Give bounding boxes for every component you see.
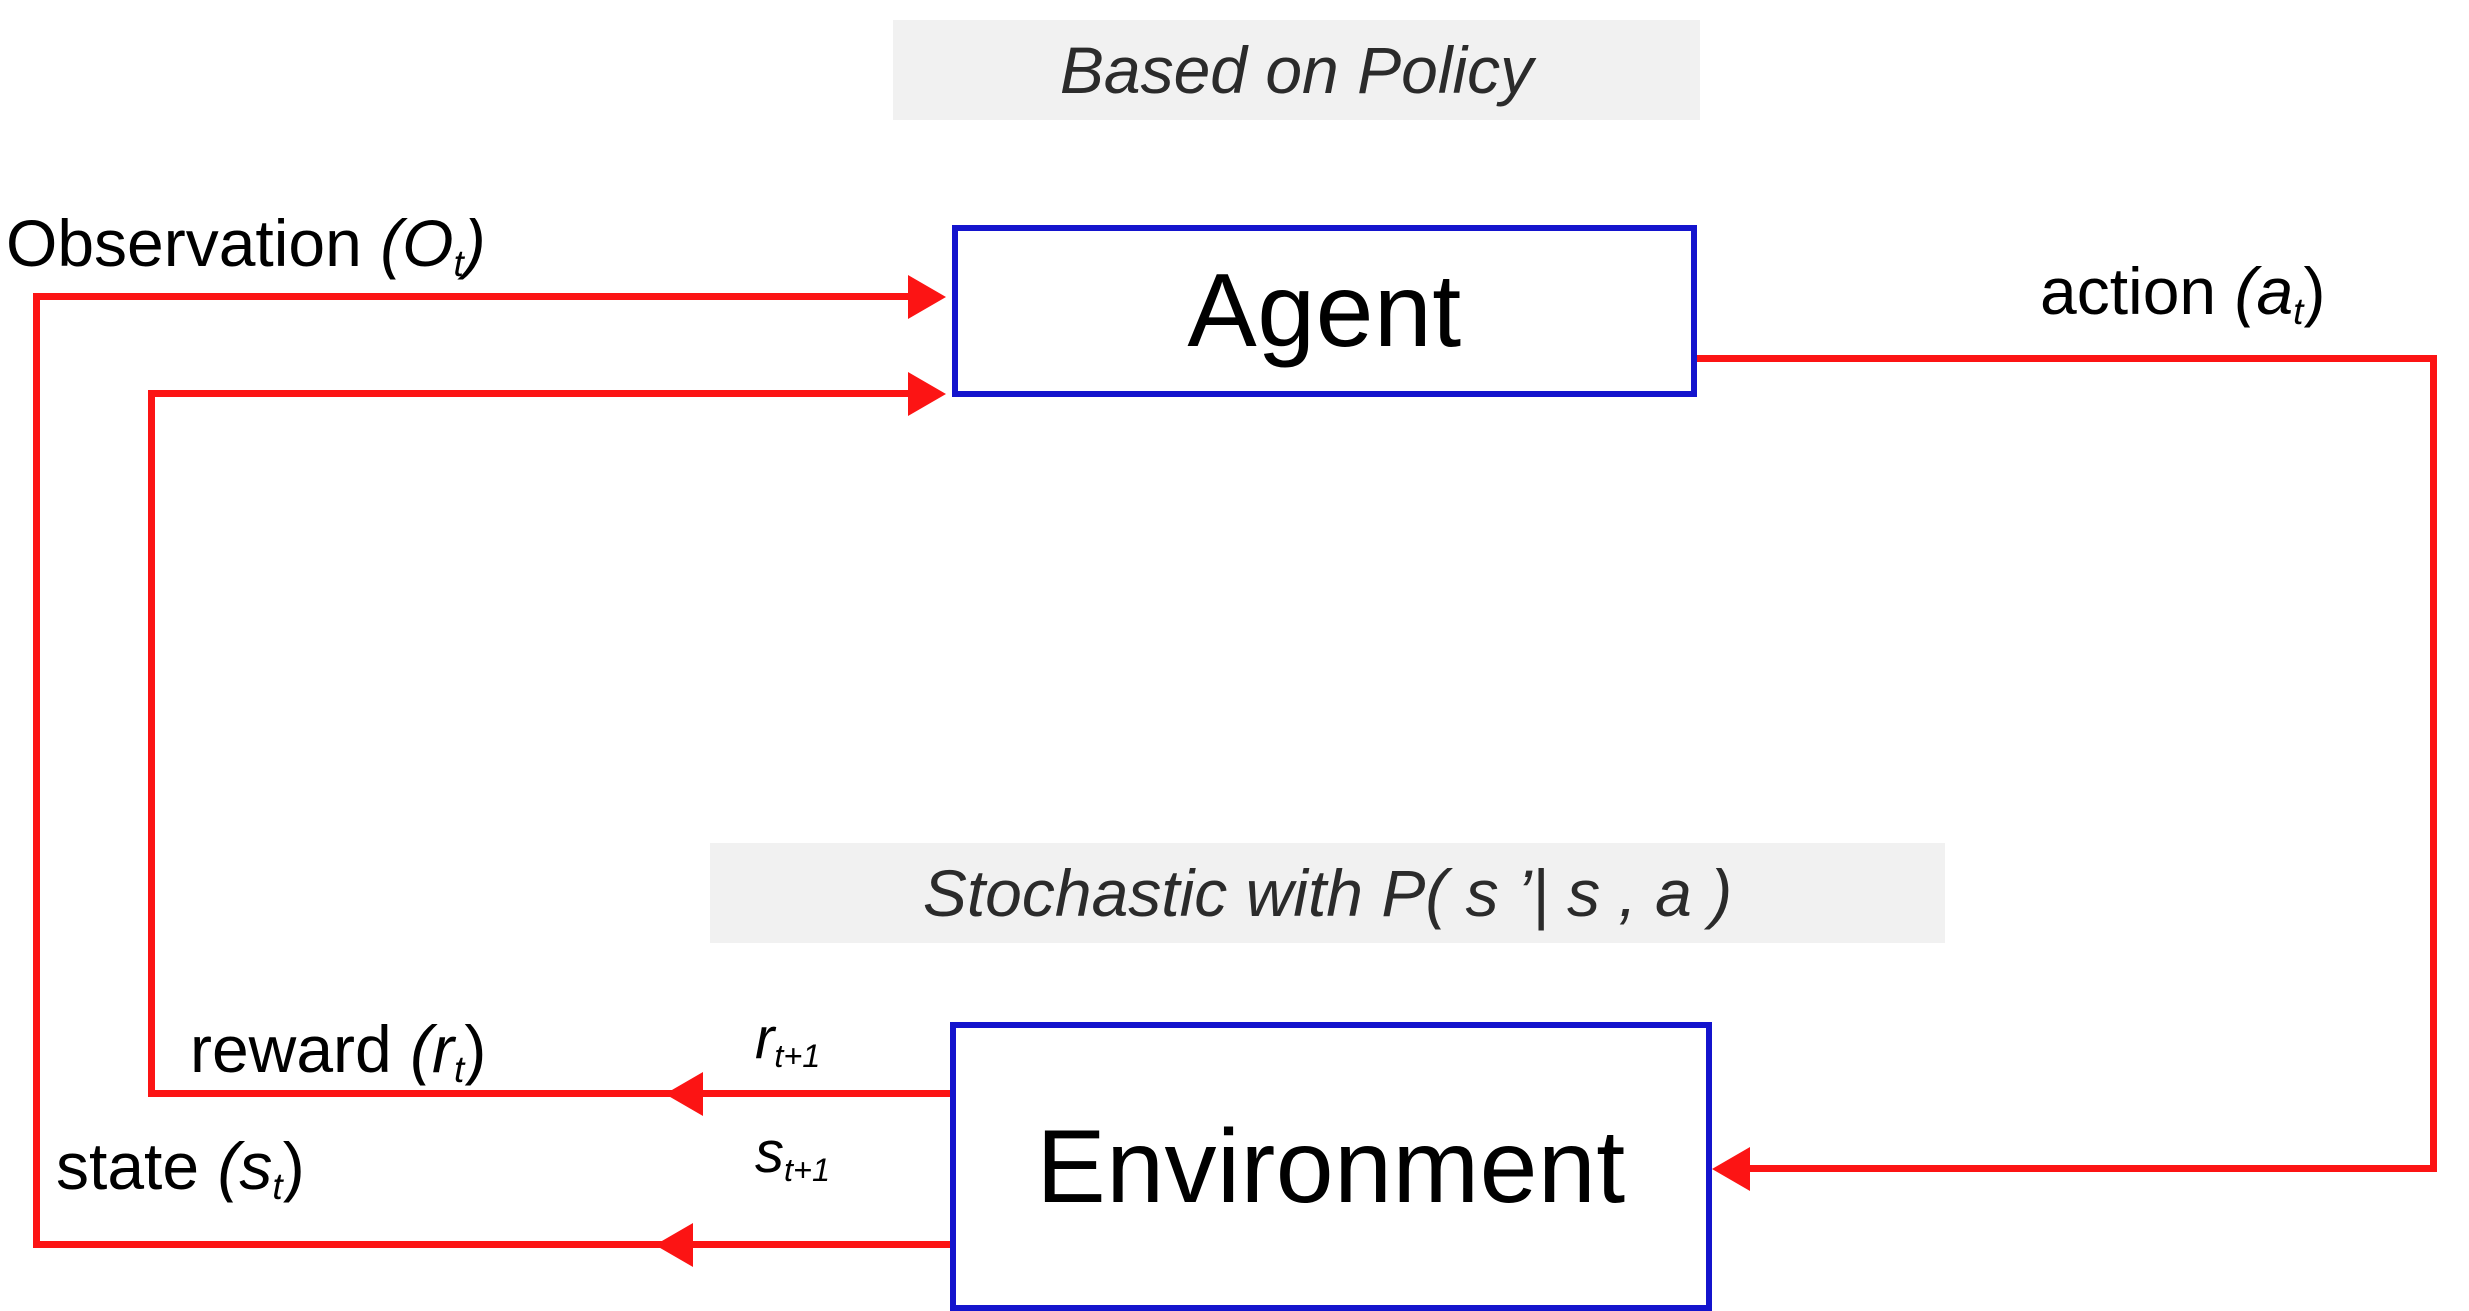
- banner-based-on-policy: Based on Policy: [893, 20, 1700, 120]
- wire-state-from-environment: [33, 1241, 950, 1248]
- wire-observation-top: [33, 293, 913, 300]
- edge-label-reward-next: rt+1: [755, 1010, 820, 1073]
- wire-reward-top: [148, 390, 913, 397]
- edge-label-reward-close: ): [464, 1012, 487, 1086]
- edge-label-action-sub: t: [2293, 291, 2304, 333]
- node-environment[interactable]: Environment: [950, 1022, 1712, 1311]
- edge-label-reward-next-symbol: r: [755, 1006, 775, 1071]
- edge-label-observation: Observation (Ot): [6, 210, 486, 282]
- banner-stochastic-transition: Stochastic with P( s ’| s , a ): [710, 843, 1945, 943]
- edge-label-action-text: action: [2040, 254, 2235, 328]
- node-agent[interactable]: Agent: [952, 225, 1697, 397]
- edge-label-state-symbol: (st: [217, 1129, 283, 1208]
- edge-label-reward-symbol: (rt: [410, 1012, 465, 1091]
- node-agent-label: Agent: [1187, 253, 1462, 369]
- edge-label-state-text: state: [56, 1129, 218, 1203]
- edge-label-observation-symbol: (O: [380, 206, 454, 280]
- wire-action-top: [1697, 355, 2437, 362]
- arrowhead-action-to-environment: [1712, 1147, 1750, 1191]
- edge-label-action-symbol: (at: [2234, 254, 2304, 333]
- node-environment-label: Environment: [1036, 1108, 1626, 1225]
- edge-label-state-next-symbol: s: [755, 1120, 784, 1185]
- edge-label-reward: reward (rt): [190, 1016, 486, 1088]
- wire-observation-vertical: [33, 293, 40, 1244]
- edge-label-state-next-sub: t+1: [784, 1152, 831, 1189]
- arrowhead-reward-out: [665, 1072, 703, 1116]
- edge-label-reward-next-sub: t+1: [774, 1038, 821, 1075]
- edge-label-action-close: ): [2303, 254, 2326, 328]
- edge-label-state-sub: t: [272, 1166, 283, 1208]
- edge-label-observation-close: ): [463, 206, 486, 280]
- edge-label-state-next: st+1: [755, 1124, 830, 1187]
- edge-label-observation-sub: t: [453, 243, 464, 285]
- wire-action-vertical: [2430, 355, 2437, 1171]
- arrowhead-observation-to-agent: [908, 275, 946, 319]
- arrowhead-state-out: [655, 1223, 693, 1267]
- banner-policy-text: Based on Policy: [1059, 33, 1534, 107]
- arrowhead-reward-to-agent: [908, 372, 946, 416]
- banner-stochastic-text: Stochastic with P( s ’| s , a ): [922, 856, 1733, 930]
- edge-label-reward-sub: t: [454, 1049, 465, 1091]
- edge-label-state: state (st): [56, 1133, 305, 1205]
- edge-label-observation-text: Observation: [6, 206, 381, 280]
- wire-reward-vertical: [148, 390, 155, 1096]
- wire-reward-from-environment: [148, 1090, 950, 1097]
- wire-action-bottom: [1750, 1165, 2437, 1172]
- edge-label-action: action (at): [2040, 258, 2325, 330]
- edge-label-state-close: ): [282, 1129, 305, 1203]
- edge-label-reward-text: reward: [190, 1012, 411, 1086]
